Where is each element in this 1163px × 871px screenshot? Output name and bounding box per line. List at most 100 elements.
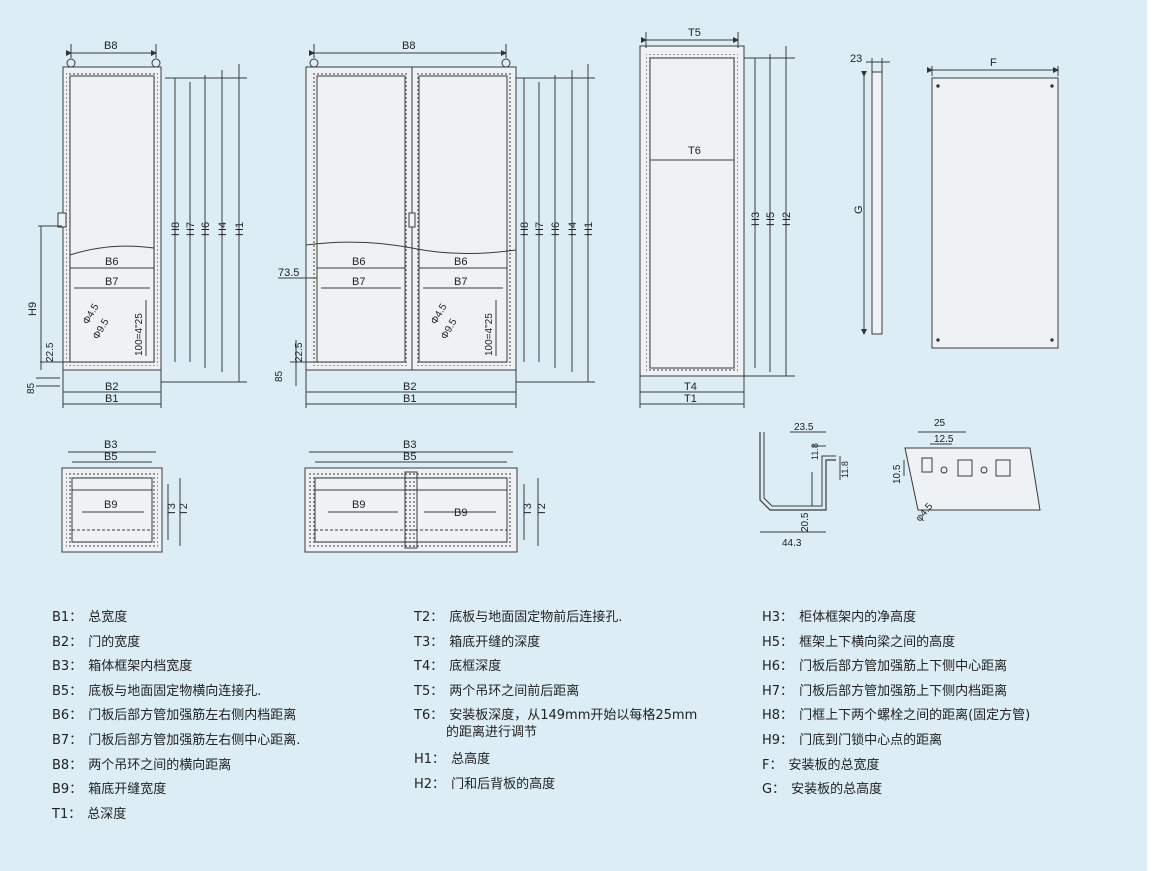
legend-desc: 安装板的总高度	[791, 782, 883, 798]
technical-drawing: B8 H8 H7 H6 H4 H1 B6 B7 H9 Φ4.5 Φ9.5 100…	[26, 27, 1059, 553]
label-t3-single: T3	[166, 503, 178, 516]
legend-item-b6: B6：门板后部方管加强筋左右侧内档距离	[52, 704, 300, 729]
plate-front-view	[927, 66, 1059, 349]
legend-column-1: B1：总宽度 B2：门的宽度 B3：箱体框架内档宽度 B5：底板与地面固定物横向…	[52, 606, 300, 827]
label-b8-single: B8	[104, 40, 117, 52]
label-g: G	[853, 205, 865, 214]
label-h6-single: H6	[200, 222, 212, 236]
legend-column-3: H3：柜体框架内的净高度 H5：框架上下横向梁之间的高度 H6：门板后部方管加强…	[762, 606, 1030, 803]
label-h5: H5	[765, 212, 777, 226]
legend-desc: 门和后背板的高度	[451, 776, 556, 792]
label-t5: T5	[688, 27, 701, 39]
label-b8-double: B8	[402, 40, 415, 52]
legend-key: H7	[762, 683, 781, 699]
legend-desc: 总高度	[451, 751, 491, 767]
label-h1-double: H1	[583, 222, 595, 236]
legend-desc: 门板后部方管加强筋左右侧内档距离	[88, 708, 297, 724]
legend-key: B5	[52, 683, 70, 699]
label-b9-double-right: B9	[454, 507, 467, 519]
label-h7-double: H7	[534, 222, 546, 236]
label-h2: H2	[781, 212, 793, 226]
legend-item-h9: H9：门底到门锁中心点的距离	[762, 729, 1030, 754]
legend-desc: 两个吊环之间前后距离	[449, 683, 580, 699]
legend-desc: 箱底开缝宽度	[88, 782, 167, 798]
legend-item-t2: T2：底板与地面固定物前后连接孔.	[414, 606, 697, 631]
label-b5-single: B5	[104, 451, 117, 463]
label-t1: T1	[684, 393, 697, 405]
label-t3-double: T3	[522, 503, 534, 516]
label-base-single: 85	[26, 382, 37, 394]
legend-desc: 安装板的总宽度	[788, 757, 880, 773]
legend-item-b1: B1：总宽度	[52, 606, 300, 631]
legend-key: H6	[762, 659, 781, 675]
label-gap-double: 22.5	[294, 342, 305, 362]
legend-desc: 总宽度	[88, 610, 128, 625]
legend-key: T2	[414, 610, 431, 625]
legend-key: T6	[414, 708, 431, 724]
legend-column-2: T2：底板与地面固定物前后连接孔. T3：箱底开缝的深度 T4：底框深度 T5：…	[414, 606, 697, 797]
label-b7-double-left: B7	[352, 276, 365, 288]
legend-desc: 两个吊环之间的横向距离	[88, 757, 232, 773]
legend-key: H5	[762, 634, 781, 650]
legend-desc: 底框深度	[449, 659, 502, 675]
legend-key: T4	[414, 659, 431, 675]
legend-item-h8: H8：门框上下两个螺栓之间的距离(固定方管)	[762, 704, 1030, 729]
label-b6-double-right: B6	[454, 256, 467, 268]
legend-key: T3	[414, 634, 431, 650]
legend-desc: 门板后部方管加强筋左右侧中心距离.	[88, 732, 301, 748]
label-base-double: 85	[274, 370, 285, 382]
legend-item-b9: B9：箱底开缝宽度	[52, 778, 300, 803]
label-rail-d1: 25	[934, 418, 946, 429]
legend-key: B8	[52, 757, 70, 773]
label-b9-single: B9	[104, 499, 117, 511]
label-h7-single: H7	[185, 222, 197, 236]
legend-key: H8	[762, 708, 781, 724]
label-b6-double-left: B6	[352, 256, 365, 268]
legend-key: H1	[414, 751, 433, 767]
legend-item-t3: T3：箱底开缝的深度	[414, 631, 697, 656]
legend-key: B1	[52, 610, 70, 625]
legend-desc: 门底到门锁中心点的距离	[799, 732, 943, 748]
label-h4-single: H4	[217, 222, 229, 236]
label-b2-double: B2	[403, 381, 416, 393]
label-t6: T6	[688, 145, 701, 157]
legend-item-h6: H6：门板后部方管加强筋上下侧中心距离	[762, 655, 1030, 680]
label-t4: T4	[684, 381, 697, 393]
legend-desc: 安装板深度，从149mm开始以每格25mm	[449, 708, 698, 724]
label-b5-double: B5	[403, 451, 416, 463]
label-profile-d4: 20.5	[800, 512, 811, 532]
legend-key: B3	[52, 659, 70, 675]
legend-item-h7: H7：门板后部方管加强筋上下侧内档距离	[762, 680, 1030, 705]
legend-item-b5: B5：底板与地面固定物横向连接孔.	[52, 680, 300, 705]
legend-item-t4: T4：底框深度	[414, 655, 697, 680]
legend-key: T5	[414, 683, 431, 699]
label-t2-single: T2	[178, 503, 190, 516]
legend-item-h5: H5：框架上下横向梁之间的高度	[762, 631, 1030, 656]
label-pitch-single: 100=4"25	[134, 313, 145, 356]
label-rail-d2: 12.5	[934, 434, 954, 445]
legend-desc: 柜体框架内的净高度	[799, 610, 917, 625]
label-b3-single: B3	[104, 439, 117, 451]
legend-item-b7: B7：门板后部方管加强筋左右侧中心距离.	[52, 729, 300, 754]
legend-key: B7	[52, 732, 70, 748]
legend-key: H3	[762, 610, 781, 625]
label-profile-d5: 44.3	[782, 538, 802, 549]
legend-item-t6-continued: 的距离进行调节	[446, 724, 538, 740]
label-profile-d3: 11.8	[840, 461, 850, 478]
legend-key: H9	[762, 732, 781, 748]
legend-item-b3: B3：箱体框架内档宽度	[52, 655, 300, 680]
plan-view-double	[304, 451, 539, 553]
label-b1-single: B1	[105, 393, 118, 405]
label-h8-double: H8	[519, 222, 531, 236]
legend-key: B9	[52, 782, 70, 798]
label-profile-d1: 23.5	[794, 422, 814, 433]
label-b3-double: B3	[403, 439, 416, 451]
legend-desc: 框架上下横向梁之间的高度	[799, 634, 956, 650]
label-h6-double: H6	[550, 222, 562, 236]
label-plate-thickness: 23	[850, 53, 862, 65]
legend-desc: 门的宽度	[88, 634, 141, 650]
legend-item-t5: T5：两个吊环之间前后距离	[414, 680, 697, 705]
label-b7-double-right: B7	[454, 276, 467, 288]
legend-item-b2: B2：门的宽度	[52, 631, 300, 656]
